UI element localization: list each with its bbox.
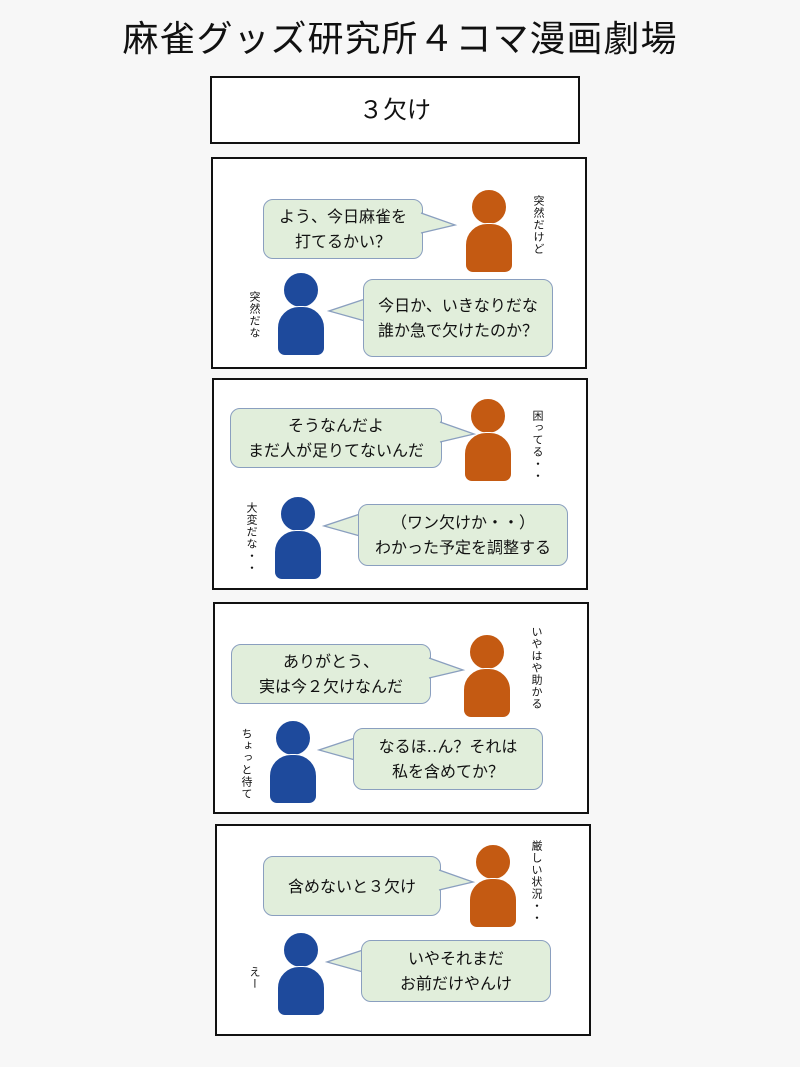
- comic-panel-3: ありがとう、 実は今２欠けなんだ いやはや助かる なるほ‥ん？それは 私を含めて…: [213, 602, 589, 814]
- speech-bubble-b: 今日か、いきなりだな 誰か急で欠けたのか？: [363, 279, 553, 357]
- comic-panel-2: そうなんだよ まだ人が足りてないんだ 困ってる・・ （ワン欠けか・・） わかった…: [212, 378, 588, 590]
- aside-text-b: ちょっと待て: [240, 728, 253, 800]
- bubble-tail-b: [316, 737, 358, 761]
- bubble-tail-a: [436, 869, 476, 891]
- speech-bubble-a: そうなんだよ まだ人が足りてないんだ: [230, 408, 442, 468]
- person-b-avatar: [277, 932, 325, 1018]
- person-b-avatar: [269, 720, 317, 806]
- speech-bubble-a: ありがとう、 実は今２欠けなんだ: [231, 644, 431, 704]
- bubble-tail-b: [321, 513, 363, 537]
- bubble-tail-a: [426, 657, 466, 679]
- person-b-avatar: [277, 272, 325, 358]
- bubble-tail-b: [326, 298, 368, 322]
- aside-text-a: いやはや助かる: [530, 626, 543, 710]
- speech-bubble-a: よう、今日麻雀を 打てるかい？: [263, 199, 423, 259]
- speech-bubble-b: （ワン欠けか・・） わかった予定を調整する: [358, 504, 568, 566]
- aside-text-a: 突然だけど: [532, 195, 545, 255]
- speech-bubble-a: 含めないと３欠け: [263, 856, 441, 916]
- speech-bubble-b: なるほ‥ん？それは 私を含めてか？: [353, 728, 543, 790]
- bubble-tail-b: [324, 949, 366, 973]
- aside-text-a: 困ってる・・: [531, 410, 544, 482]
- episode-title: ３欠け: [210, 76, 580, 144]
- aside-text-b: 大変だな・・: [245, 502, 258, 574]
- page-title: 麻雀グッズ研究所４コマ漫画劇場: [122, 19, 678, 60]
- comic-panel-1: よう、今日麻雀を 打てるかい？ 突然だけど 今日か、いきなりだな 誰か急で欠けた…: [211, 157, 587, 369]
- bubble-tail-a: [418, 212, 458, 234]
- comic-panel-4: 含めないと３欠け 厳しい状況・・ いやそれまだ お前だけやんけ えー: [215, 824, 591, 1036]
- aside-text-b: 突然だな: [248, 291, 261, 339]
- aside-text-b: えー: [248, 966, 261, 990]
- person-a-avatar: [463, 634, 511, 720]
- person-a-avatar: [464, 398, 512, 484]
- aside-text-a: 厳しい状況・・: [530, 840, 543, 924]
- person-b-avatar: [274, 496, 322, 582]
- person-a-avatar: [469, 844, 517, 930]
- person-a-avatar: [465, 189, 513, 275]
- speech-bubble-b: いやそれまだ お前だけやんけ: [361, 940, 551, 1002]
